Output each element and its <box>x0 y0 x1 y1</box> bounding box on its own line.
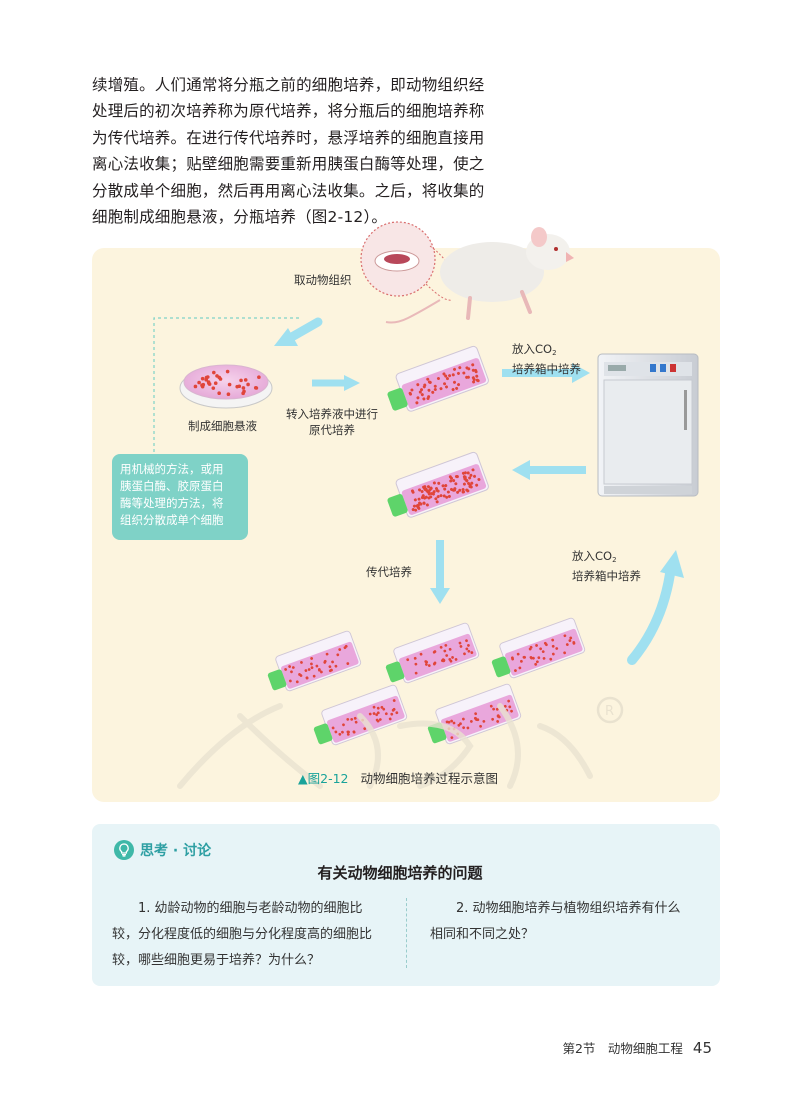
figure-number: ▲图2-12 <box>298 771 349 786</box>
paragraph-line: 为传代培养。在进行传代培养时，悬浮培养的细胞直接用 <box>92 128 485 147</box>
figure-caption: ▲图2-12 动物细胞培养过程示意图 <box>298 768 498 787</box>
question-line: 2. 动物细胞培养与植物组织培养有什么 <box>456 901 681 916</box>
discussion-section-title: 思考 · 讨论 <box>140 843 212 859</box>
paragraph-line: 处理后的初次培养称为原代培养，将分瓶后的细胞培养称 <box>92 102 485 121</box>
page-number: 45 <box>692 1039 712 1057</box>
question-line: 1. 幼龄动物的细胞与老龄动物的细胞比 <box>138 901 363 916</box>
discussion-header: 思考 · 讨论 <box>114 840 211 860</box>
label-co2-top-text: 放入CO <box>512 342 553 356</box>
question-line: 较，分化程度低的细胞与分化程度高的细胞比 <box>112 927 373 942</box>
label-take-tissue: 取动物组织 <box>294 273 352 287</box>
callout-line: 组织分散成单个细胞 <box>120 513 224 527</box>
callout-line: 酶等处理的方法，将 <box>120 496 224 510</box>
question-line: 较，哪些细胞更易于培养？为什么？ <box>112 953 321 968</box>
label-co2-bottom: 放入CO2 培养箱中培养 <box>572 548 641 584</box>
page-footer: 第2节 动物细胞工程 45 <box>562 1038 712 1057</box>
footer-section: 第2节 动物细胞工程 <box>562 1041 683 1056</box>
callout-line: 用机械的方法，或用 <box>120 462 224 476</box>
figure-caption-text: 动物细胞培养过程示意图 <box>360 771 498 786</box>
label-primary-line2: 原代培养 <box>309 423 355 437</box>
paragraph-line: 细胞制成细胞悬液，分瓶培养（图2-12）。 <box>92 208 388 227</box>
paragraph-line: 分散成单个细胞，然后再用离心法收集。之后，将收集的 <box>92 181 485 200</box>
label-primary-line1: 转入培养液中进行 <box>286 407 378 421</box>
paragraph-line: 离心法收集；贴壁细胞需要重新用胰蛋白酶等处理，使之 <box>92 155 485 174</box>
label-co2-top-sub: 2 <box>552 349 557 357</box>
paragraph-line: 续增殖。人们通常将分瓶之前的细胞培养，即动物组织经 <box>92 76 485 94</box>
label-subculture: 传代培养 <box>366 565 412 579</box>
question-2: 2. 动物细胞培养与植物组织培养有什么 相同和不同之处？ <box>430 896 681 948</box>
label-co2-bottom-line2: 培养箱中培养 <box>572 569 641 583</box>
label-co2-top-line2: 培养箱中培养 <box>512 362 581 376</box>
discussion-heading: 有关动物细胞培养的问题 <box>317 864 483 882</box>
lightbulb-icon <box>114 840 134 860</box>
label-co2-top: 放入CO2 培养箱中培养 <box>512 341 581 377</box>
question-divider <box>406 898 407 968</box>
label-co2-bottom-text: 放入CO <box>572 549 613 563</box>
label-cell-suspension: 制成细胞悬液 <box>188 419 257 433</box>
label-primary-culture: 转入培养液中进行 原代培养 <box>286 406 378 438</box>
label-co2-bottom-sub: 2 <box>612 556 617 564</box>
question-1: 1. 幼龄动物的细胞与老龄动物的细胞比 较，分化程度低的细胞与分化程度高的细胞比… <box>112 896 372 974</box>
question-line: 相同和不同之处？ <box>430 927 535 942</box>
body-paragraph: 续增殖。人们通常将分瓶之前的细胞培养，即动物组织经 处理后的初次培养称为原代培养… <box>92 72 512 230</box>
method-callout: 用机械的方法，或用 胰蛋白酶、胶原蛋白 酶等处理的方法，将 组织分散成单个细胞 <box>112 454 248 540</box>
callout-line: 胰蛋白酶、胶原蛋白 <box>120 479 224 493</box>
